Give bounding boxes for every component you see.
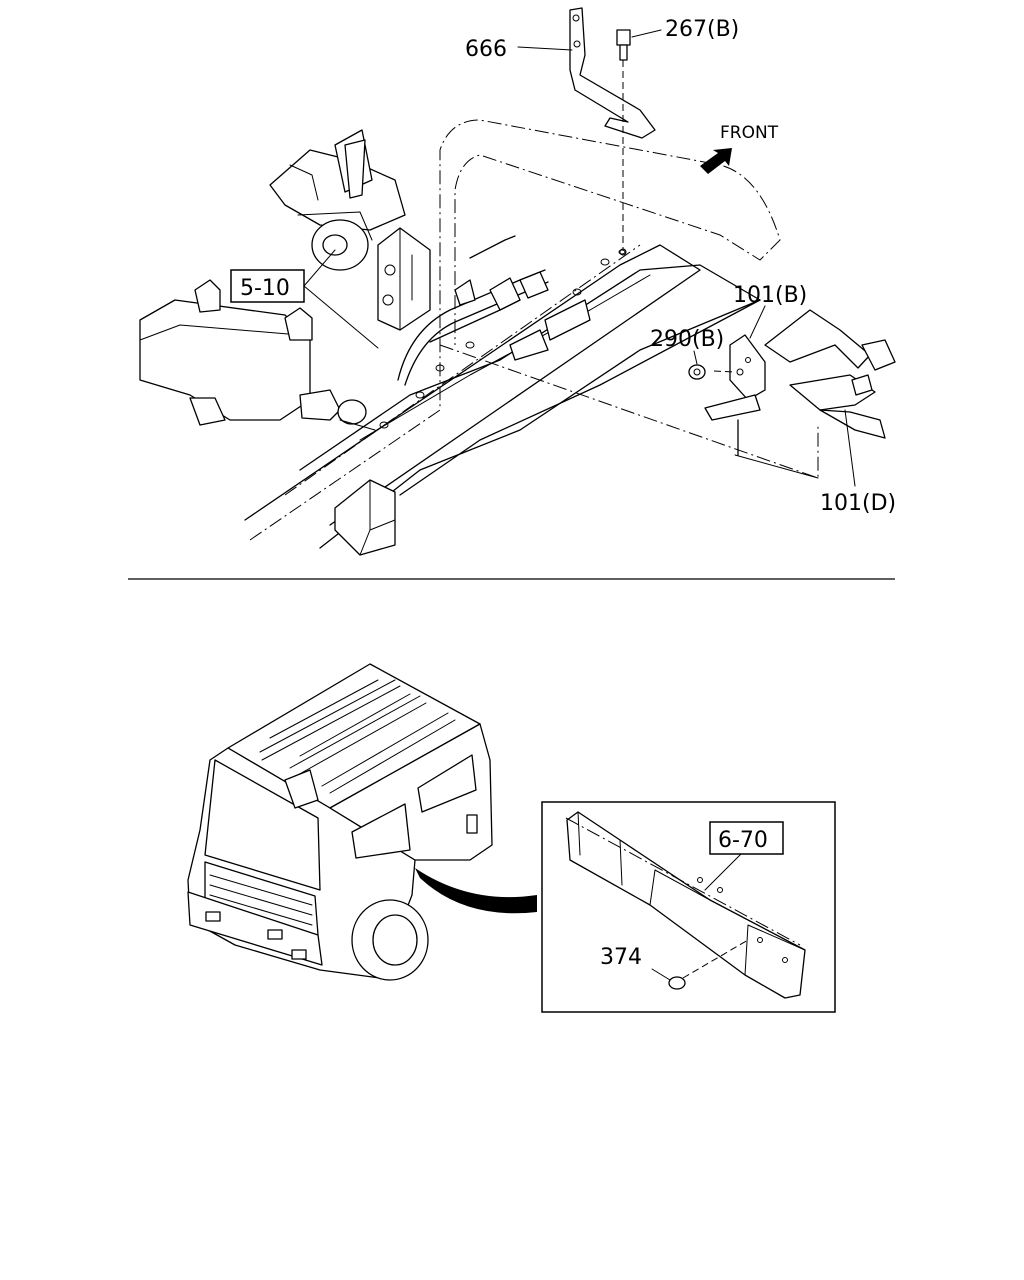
part-101b-bracket (704, 334, 766, 456)
label-666: 666 (465, 37, 507, 62)
detail-inset: 6-70 374 (541, 801, 836, 1013)
label-374: 374 (600, 945, 642, 970)
chassis-frame-illustration: 666 267(B) FRONT 5-10 101(B) 290(B) 101(… (139, 7, 896, 556)
part-290b-nut (688, 364, 706, 380)
inset-crossmember (566, 811, 806, 999)
label-101d: 101(D) (820, 491, 896, 516)
detail-pointer (415, 868, 537, 914)
spring-hanger-bracket (377, 227, 431, 331)
ref-box-6-70[interactable] (709, 821, 784, 855)
ref-box-5-10[interactable] (230, 269, 305, 303)
label-290b: 290(B) (650, 327, 724, 352)
harness-routing (397, 235, 591, 386)
frame-rail-outer (244, 244, 701, 526)
leader-5-10 (303, 249, 379, 349)
assembly-leader-101 (439, 344, 819, 479)
label-101b: 101(B) (733, 283, 807, 308)
leader-267b (631, 29, 662, 38)
frame-rail-holes (379, 249, 626, 429)
part-374-plug (668, 976, 686, 990)
leader-101d (844, 409, 856, 487)
label-5-10: 5-10 (240, 276, 290, 301)
part-101d-bracket (764, 309, 896, 439)
part-666-bracket (569, 7, 656, 139)
label-front: FRONT (720, 123, 779, 143)
transmission-housing (139, 279, 376, 431)
windshield (204, 759, 321, 891)
frame-rail-dashline (284, 244, 641, 496)
part-267b-bolt (616, 29, 631, 256)
label-6-70: 6-70 (718, 828, 768, 853)
truck-cab-illustration (187, 663, 537, 981)
leader-101b (749, 305, 766, 339)
frame-centerline-outline (249, 119, 781, 541)
leader-6-70 (704, 849, 746, 891)
leader-666 (517, 46, 573, 51)
front-arrow-icon (700, 148, 732, 174)
engine-mount-assembly (269, 129, 406, 271)
leader-374 (651, 968, 671, 981)
label-267b: 267(B) (665, 17, 739, 42)
leader-290b (693, 350, 698, 365)
frame-rail-inner (299, 264, 761, 496)
